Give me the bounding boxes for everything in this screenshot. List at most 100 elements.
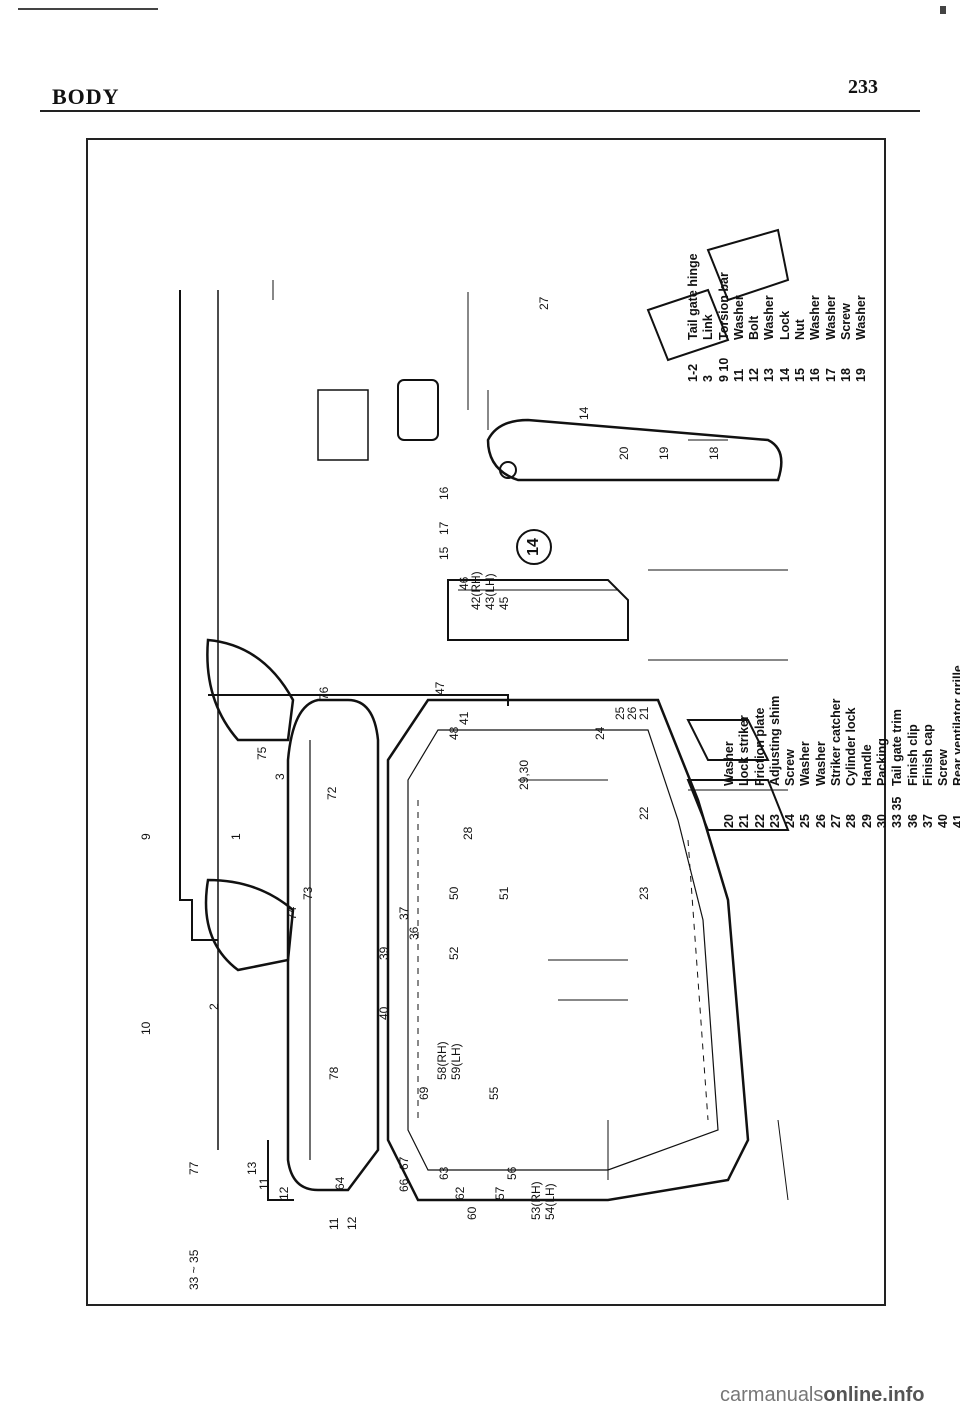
callout-22: 22 bbox=[637, 806, 651, 820]
cylinder-lock bbox=[397, 379, 439, 441]
watermark: carmanualsonline.info bbox=[720, 1384, 924, 1407]
legend-item-number: 36 bbox=[905, 814, 920, 828]
callout-1: 1 bbox=[229, 833, 243, 840]
legend-item-number: 20 bbox=[722, 814, 736, 828]
callout-46: 46 bbox=[457, 576, 471, 590]
callout-52: 52 bbox=[447, 946, 461, 960]
legend-item-number: 33 35 bbox=[890, 796, 905, 828]
callout-11: 11 bbox=[257, 1177, 271, 1190]
callout-13: 13 bbox=[245, 1161, 259, 1175]
striker-catcher-plate bbox=[486, 418, 783, 482]
callout-11b: 11 bbox=[327, 1217, 341, 1230]
callout-15: 15 bbox=[437, 546, 451, 560]
callout-37: 37 bbox=[397, 906, 411, 920]
legend-item-number: 23 bbox=[767, 814, 782, 828]
legend-item-label: Finish cap bbox=[920, 724, 935, 786]
dove-tail bbox=[646, 288, 730, 362]
callout-28: 28 bbox=[461, 826, 475, 840]
legend-item-label: Friction plate bbox=[752, 707, 767, 786]
legend-item: 28Cylinder lock bbox=[844, 508, 859, 829]
legend-item-label: Cylinder lock bbox=[844, 707, 859, 787]
callout-39: 39 bbox=[377, 946, 391, 960]
legend-item: 12Bolt bbox=[747, 315, 762, 382]
callout-60: 60 bbox=[465, 1206, 479, 1220]
legend-item: 19Washer bbox=[854, 295, 869, 382]
torsion-bar-cover bbox=[286, 698, 380, 1192]
callout-20: 20 bbox=[617, 446, 631, 460]
callout-10: 10 bbox=[139, 1021, 153, 1035]
torsion-bar-9 bbox=[208, 694, 509, 706]
legend-item: 11Washer bbox=[731, 295, 746, 382]
legend-item: 15Nut bbox=[793, 319, 808, 382]
callout-72: 72 bbox=[325, 786, 339, 800]
callout-18: 18 bbox=[707, 446, 721, 460]
legend-item-label: Screw bbox=[783, 749, 798, 786]
callout-26: 26 bbox=[625, 706, 639, 720]
callout-41: 41 bbox=[457, 711, 471, 725]
callout-50: 50 bbox=[447, 886, 461, 900]
watermark-prefix: carmanuals bbox=[720, 1384, 824, 1406]
legend-item: 29Handle bbox=[860, 508, 875, 828]
legend-item: 1-2Tail gate hinge bbox=[686, 253, 700, 382]
legend-item-label: Adjusting shim bbox=[767, 695, 782, 786]
callout-45: 45 bbox=[497, 596, 511, 610]
legend-item-label: Handle bbox=[859, 744, 874, 786]
tail-gate-panel bbox=[386, 698, 750, 1202]
torsion-bar-10 bbox=[179, 290, 218, 941]
callout-55: 55 bbox=[487, 1086, 501, 1100]
callout-54: 54(LH) bbox=[543, 1183, 557, 1220]
callout-29-30: 29,30 bbox=[517, 760, 531, 790]
callout-19: 19 bbox=[657, 446, 671, 460]
callout-40: 40 bbox=[377, 1006, 391, 1020]
legend-item-label: Rear ventilator grille bbox=[951, 665, 960, 786]
callout-53: 53(RH) bbox=[529, 1181, 543, 1220]
callout-63: 63 bbox=[437, 1166, 451, 1180]
legend-item-number: 24 bbox=[783, 814, 798, 828]
callout-23: 23 bbox=[637, 886, 651, 900]
scan-mark bbox=[18, 8, 158, 10]
callout-73: 73 bbox=[301, 886, 315, 900]
callout-48: 48 bbox=[447, 726, 461, 740]
callout-69: 69 bbox=[417, 1086, 431, 1100]
callout-36: 36 bbox=[407, 926, 421, 940]
callout-75: 75 bbox=[255, 746, 269, 760]
legend-item-number: 41 bbox=[951, 814, 960, 828]
page-number: 233 bbox=[848, 76, 878, 98]
legend-item: 27Striker catcher bbox=[829, 508, 844, 828]
callout-17: 17 bbox=[437, 521, 451, 535]
callout-51: 51 bbox=[497, 886, 511, 900]
legend-item-number: 25 bbox=[798, 814, 813, 828]
callout-21: 21 bbox=[637, 706, 651, 720]
legend-item-label: Washer bbox=[722, 741, 736, 786]
hinge-upper bbox=[204, 878, 295, 972]
lock-assembly bbox=[447, 579, 629, 641]
legend-item-label: Finish clip bbox=[905, 724, 920, 786]
scan-mark bbox=[940, 6, 946, 14]
legend-item: 16Washer bbox=[808, 295, 823, 382]
legend-item-number: 27 bbox=[829, 814, 844, 828]
callout-33-35: 33 ~ 35 bbox=[187, 1249, 201, 1290]
callout-76: 76 bbox=[317, 686, 331, 700]
callout-12b: 12 bbox=[345, 1216, 359, 1230]
legend-item: 13Washer bbox=[762, 295, 777, 382]
callout-78: 78 bbox=[327, 1066, 341, 1080]
legend-item-number: 40 bbox=[936, 814, 951, 828]
legend-item-number: 37 bbox=[920, 814, 935, 828]
header-rule bbox=[40, 110, 920, 112]
callout-66: 66 bbox=[397, 1178, 411, 1192]
key-tag bbox=[317, 389, 369, 461]
callout-47: 47 bbox=[433, 681, 447, 695]
callout-12: 12 bbox=[277, 1186, 291, 1200]
legend-item: 21Lock striker bbox=[737, 508, 752, 828]
section-title: BODY bbox=[52, 84, 120, 109]
callout-59: 59(LH) bbox=[449, 1043, 463, 1080]
watermark-suffix: online.info bbox=[823, 1384, 925, 1406]
callout-77: 77 bbox=[187, 1161, 201, 1175]
figure-number: 14 bbox=[525, 538, 542, 556]
legend-item: 26Washer bbox=[814, 508, 829, 828]
legend-item-number: 26 bbox=[813, 814, 828, 828]
down-stopper bbox=[706, 228, 790, 302]
callout-9: 9 bbox=[139, 833, 153, 840]
legend-item: 37 Finish cap bbox=[921, 508, 936, 828]
callout-16: 16 bbox=[437, 486, 451, 500]
